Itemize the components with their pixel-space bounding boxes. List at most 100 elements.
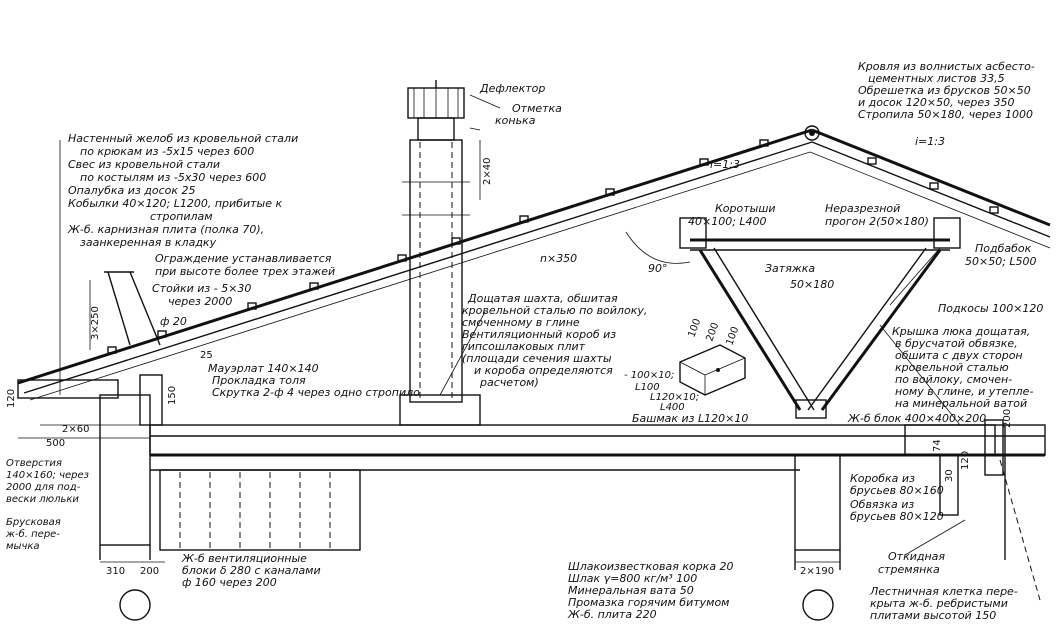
svg-text:Промазка горячим битумом: Промазка горячим битумом xyxy=(568,596,729,609)
svg-text:50×180: 50×180 xyxy=(790,278,834,291)
svg-text:Дощатая шахта, обшитая: Дощатая шахта, обшитая xyxy=(467,292,618,305)
svg-text:в брусчатой обвязке,: в брусчатой обвязке, xyxy=(895,337,1018,350)
svg-text:Обрешетка из брусков 50×50: Обрешетка из брусков 50×50 xyxy=(858,84,1031,97)
label-deflector: Дефлектор xyxy=(479,82,545,95)
svg-text:Обвязка из: Обвязка из xyxy=(850,498,914,511)
label-detail-dims: 100 200 100 xyxy=(686,317,741,347)
svg-text:обшита с двух сторон: обшита с двух сторон xyxy=(895,349,1023,362)
leader-lines xyxy=(59,94,966,556)
svg-text:- 100×10;: - 100×10; xyxy=(624,370,674,381)
svg-text:500: 500 xyxy=(46,438,65,449)
label-layers: Шлакоизвестковая корка 20 Шлак γ=800 кг/… xyxy=(567,560,734,621)
svg-text:стропилам: стропилам xyxy=(150,210,213,223)
svg-text:Откидная: Откидная xyxy=(888,550,945,563)
svg-text:Стропила 50×180, через 1000: Стропила 50×180, через 1000 xyxy=(858,108,1033,121)
label-railing: Ограждение устанавливается при высоте бо… xyxy=(155,252,335,278)
label-box: Коробка из брусьев 80×160 Обвязка из бру… xyxy=(850,472,944,523)
svg-text:гипсошлаковых плит: гипсошлаковых плит xyxy=(462,340,586,353)
svg-text:Минеральная вата 50: Минеральная вата 50 xyxy=(568,584,694,597)
label-angle: 90° xyxy=(648,262,668,275)
svg-text:200: 200 xyxy=(1002,409,1013,428)
svg-text:Неразрезной: Неразрезной xyxy=(825,202,900,215)
svg-text:190: 190 xyxy=(815,566,834,577)
svg-text:30: 30 xyxy=(944,469,955,482)
svg-text:150: 150 xyxy=(167,386,178,405)
label-posts: Стойки из - 5×30 через 2000 ф 20 xyxy=(152,282,251,328)
label-detail-steel: - 100×10; L100 L120×10; L400 xyxy=(624,370,699,413)
svg-text:ному в глине, и утепле-: ному в глине, и утепле- xyxy=(895,385,1033,398)
left-wall xyxy=(17,374,163,560)
label-vent-blocks: Ж-б вентиляционные блоки δ 280 с каналам… xyxy=(181,552,321,589)
svg-text:Лестничная клетка пере-: Лестничная клетка пере- xyxy=(869,585,1018,598)
label-openings: Отверстия 140×160; через 2000 для под- в… xyxy=(6,458,89,505)
svg-text:Кровля из волнистых асбесто-: Кровля из волнистых асбесто- xyxy=(858,60,1035,73)
svg-text:(площади сечения шахты: (площади сечения шахты xyxy=(462,352,612,365)
svg-text:Ж-б. плита 220: Ж-б. плита 220 xyxy=(567,608,657,621)
hatch-frame xyxy=(904,419,1041,601)
ridge-cap xyxy=(804,125,820,141)
label-shoe: Башмак из L120×10 xyxy=(632,412,748,425)
svg-text:ф 20: ф 20 xyxy=(160,315,187,328)
label-mauerlat: Мауэрлат 140×140 Прокладка толя Скрутка … xyxy=(208,362,420,399)
label-subbrace: Подбабок 50×50; L500 xyxy=(965,242,1037,268)
svg-text:кровельной сталью по войлоку,: кровельной сталью по войлоку, xyxy=(462,304,647,317)
svg-text:вески люльки: вески люльки xyxy=(6,494,79,505)
svg-text:крыта ж-б. ребристыми: крыта ж-б. ребристыми xyxy=(870,597,1008,610)
svg-text:расчетом): расчетом) xyxy=(479,376,539,389)
svg-text:100: 100 xyxy=(686,317,703,339)
svg-text:стремянка: стремянка xyxy=(878,563,940,576)
svg-text:ж-б. пере-: ж-б. пере- xyxy=(5,528,60,540)
svg-text:L120×10;: L120×10; xyxy=(650,392,699,403)
svg-text:Подбабок: Подбабок xyxy=(975,242,1032,255)
svg-text:Крышка люка дощатая,: Крышка люка дощатая, xyxy=(892,325,1030,338)
svg-text:смоченному в глине: смоченному в глине xyxy=(462,316,580,329)
svg-text:Шлак γ=800 кг/м³ 100: Шлак γ=800 кг/м³ 100 xyxy=(568,572,697,585)
svg-text:200: 200 xyxy=(140,566,159,577)
svg-text:прогон 2(50×180): прогон 2(50×180) xyxy=(825,215,929,228)
svg-text:Коротыши: Коротыши xyxy=(715,202,776,215)
label-stair: Лестничная клетка пере- крыта ж-б. ребри… xyxy=(869,585,1018,622)
svg-text:Вентиляционный короб из: Вентиляционный короб из xyxy=(462,328,616,341)
label-purlin: Неразрезной прогон 2(50×180) xyxy=(825,202,929,228)
svg-text:по крюкам из -5х15 через 600: по крюкам из -5х15 через 600 xyxy=(80,145,254,158)
label-slope-right: i=1:3 xyxy=(915,135,945,148)
label-dim-240: 2×40 xyxy=(482,158,493,185)
label-hatch-cover: Крышка люка дощатая, в брусчатой обвязке… xyxy=(892,325,1033,410)
svg-text:плитами высотой 150: плитами высотой 150 xyxy=(870,609,996,622)
svg-text:Настенный желоб из кровельной: Настенный желоб из кровельной стали xyxy=(68,132,298,145)
svg-text:Свес из кровельной стали: Свес из кровельной стали xyxy=(68,158,220,171)
svg-text:100: 100 xyxy=(724,325,741,347)
svg-text:цементных листов 33,5: цементных листов 33,5 xyxy=(868,72,1005,85)
label-lintel: Брусковая ж-б. пере- мычка xyxy=(5,517,61,552)
label-dims-left: 500 2×60 120 25 150 xyxy=(6,350,213,449)
svg-text:ф 160 через 200: ф 160 через 200 xyxy=(182,576,277,589)
svg-text:через 2000: через 2000 xyxy=(168,295,232,308)
label-dims-bottom-left: 310 200 xyxy=(106,566,159,577)
deflector xyxy=(407,80,465,141)
svg-text:Брусковая: Брусковая xyxy=(6,517,61,528)
label-dims-bottom-mid: 2× 190 xyxy=(800,566,834,577)
svg-text:брусьев 80×160: брусьев 80×160 xyxy=(850,484,944,497)
ceiling-slab xyxy=(149,424,1046,471)
axis-marker-left xyxy=(119,589,151,621)
steel-shoe-detail xyxy=(679,344,746,396)
svg-text:блоки δ 280 с каналами: блоки δ 280 с каналами xyxy=(182,564,321,577)
label-gutter: Настенный желоб из кровельной стали по к… xyxy=(67,132,298,249)
svg-text:по войлоку, смочен-: по войлоку, смочен- xyxy=(895,373,1012,386)
svg-text:Отметка: Отметка xyxy=(512,102,562,115)
svg-text:25: 25 xyxy=(200,350,213,361)
vent-blocks xyxy=(159,469,361,551)
svg-text:50×50; L500: 50×50; L500 xyxy=(965,255,1037,268)
middle-wall xyxy=(794,454,841,570)
svg-text:Отверстия: Отверстия xyxy=(6,458,62,469)
label-braces-short: Коротыши 40×100; L400 xyxy=(688,202,776,228)
svg-text:Шлакоизвестковая корка 20: Шлакоизвестковая корка 20 xyxy=(568,560,734,573)
dimension-lines xyxy=(18,140,840,563)
svg-text:заанкеренная в кладку: заанкеренная в кладку xyxy=(80,236,217,249)
svg-text:и короба определяются: и короба определяются xyxy=(474,364,613,377)
svg-text:кровельной сталью: кровельной сталью xyxy=(895,361,1009,374)
svg-text:L100: L100 xyxy=(635,382,660,393)
svg-text:120: 120 xyxy=(960,451,971,470)
